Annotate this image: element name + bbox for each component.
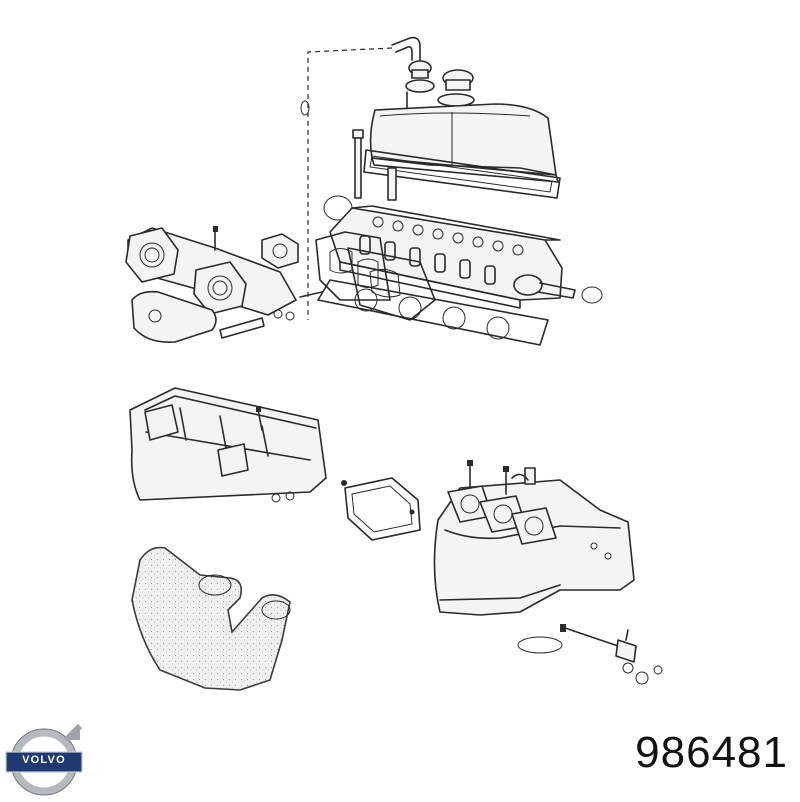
flange-gasket [341,477,421,541]
heat-shield-plate [131,290,295,344]
cast-manifold [131,546,291,691]
filler-cap-large [437,69,475,107]
breather-hose [300,36,421,320]
small-hardware [517,624,663,685]
brand-name: VOLVO [22,754,66,766]
cylinder-head [329,205,603,309]
intake-manifold-upper [125,226,323,316]
manifold-gasket [315,231,436,321]
volvo-logo [5,723,83,796]
valve-cover [363,103,561,199]
part-number: 986481 [635,728,788,777]
oil-filler-cap [405,60,435,113]
manifold-assembly [433,460,635,616]
exhaust-manifold [129,387,327,503]
thermostat-flange [261,233,299,269]
